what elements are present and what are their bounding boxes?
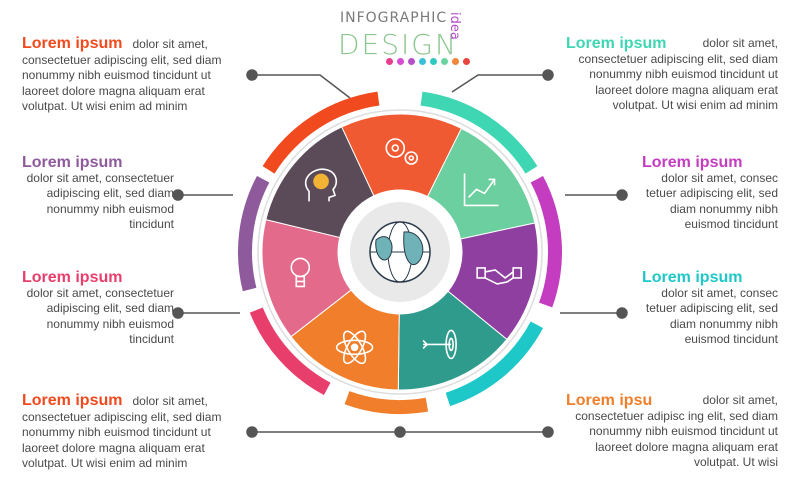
block-title: Lorem ipsum [642,154,743,171]
header-dot [397,58,404,65]
ring-arrow [262,91,380,174]
block-title: Lorem ipsu [566,392,653,409]
outer-ring [238,91,562,414]
header-dot [419,58,426,65]
connector-line [451,74,548,93]
lightbulb-icon [290,257,311,288]
block-title: Lorem ipsum [22,269,123,286]
header-dot [452,58,459,65]
header-dot [408,58,415,65]
globe-icon [369,221,431,283]
ring-arrow [420,91,538,174]
connector-dot [542,69,554,81]
header-main-text: DESIGN [338,28,458,61]
growth-chart-icon [463,173,499,207]
block-title: Lorem ipsum [22,35,123,52]
ring-arrow [530,175,562,308]
block-text: dolor sit amet, consectetuer adipiscing … [26,170,174,232]
header-dot [463,58,470,65]
block-text: dolor sit amet, consectetuer adipiscing … [22,37,222,113]
brain-head-icon [304,168,338,202]
connector-dot [542,426,554,438]
segment-icons [290,138,522,365]
block-text: dolor sit amet, consectetuer adipiscing … [578,36,778,112]
connector-dot [394,426,406,438]
block-title: Lorem ipsum [566,35,667,52]
header: INFOGRAPHIC DESIGN idea [0,0,800,70]
block-title: Lorem ipsum [22,392,123,409]
ring-arrow [249,307,331,396]
block-text: dolor sit amet, consectetuer adipiscing … [22,394,222,470]
connector-dot [246,69,258,81]
block-title: Lorem ipsum [642,269,743,286]
block-text: dolor sit amet, consectetuer adipiscing … [26,285,174,347]
handshake-icon [476,267,522,285]
block-text: dolor sit amet, consec tetuer adipiscing… [645,170,778,232]
connector-dot [616,189,628,201]
connector-dot [246,426,258,438]
atom-team-icon [335,330,374,365]
header-dot [441,58,448,65]
target-arrow-icon [422,329,457,360]
connector-dot [172,307,184,319]
connector-dot [616,307,628,319]
header-dots [386,58,470,65]
ring-arrow [445,321,544,407]
header-dot [430,58,437,65]
header-side-text: idea [447,12,462,40]
connector-line [252,74,351,99]
center-hub [338,190,462,314]
wheel-segments [261,113,539,391]
block-title: Lorem ipsum [22,154,123,171]
header-dot [386,58,393,65]
ring-arrow [344,391,429,414]
connector-dot [172,189,184,201]
block-text: dolor sit amet, consec tetuer adipiscing… [645,285,778,347]
connector-lines [172,69,628,438]
ring-arrow [238,175,270,292]
header-top-text: INFOGRAPHIC [340,10,448,26]
ring-border [257,109,543,395]
gears-icon [385,138,419,165]
block-text: dolor sit amet, consectetuer adipisc ing… [575,393,778,469]
